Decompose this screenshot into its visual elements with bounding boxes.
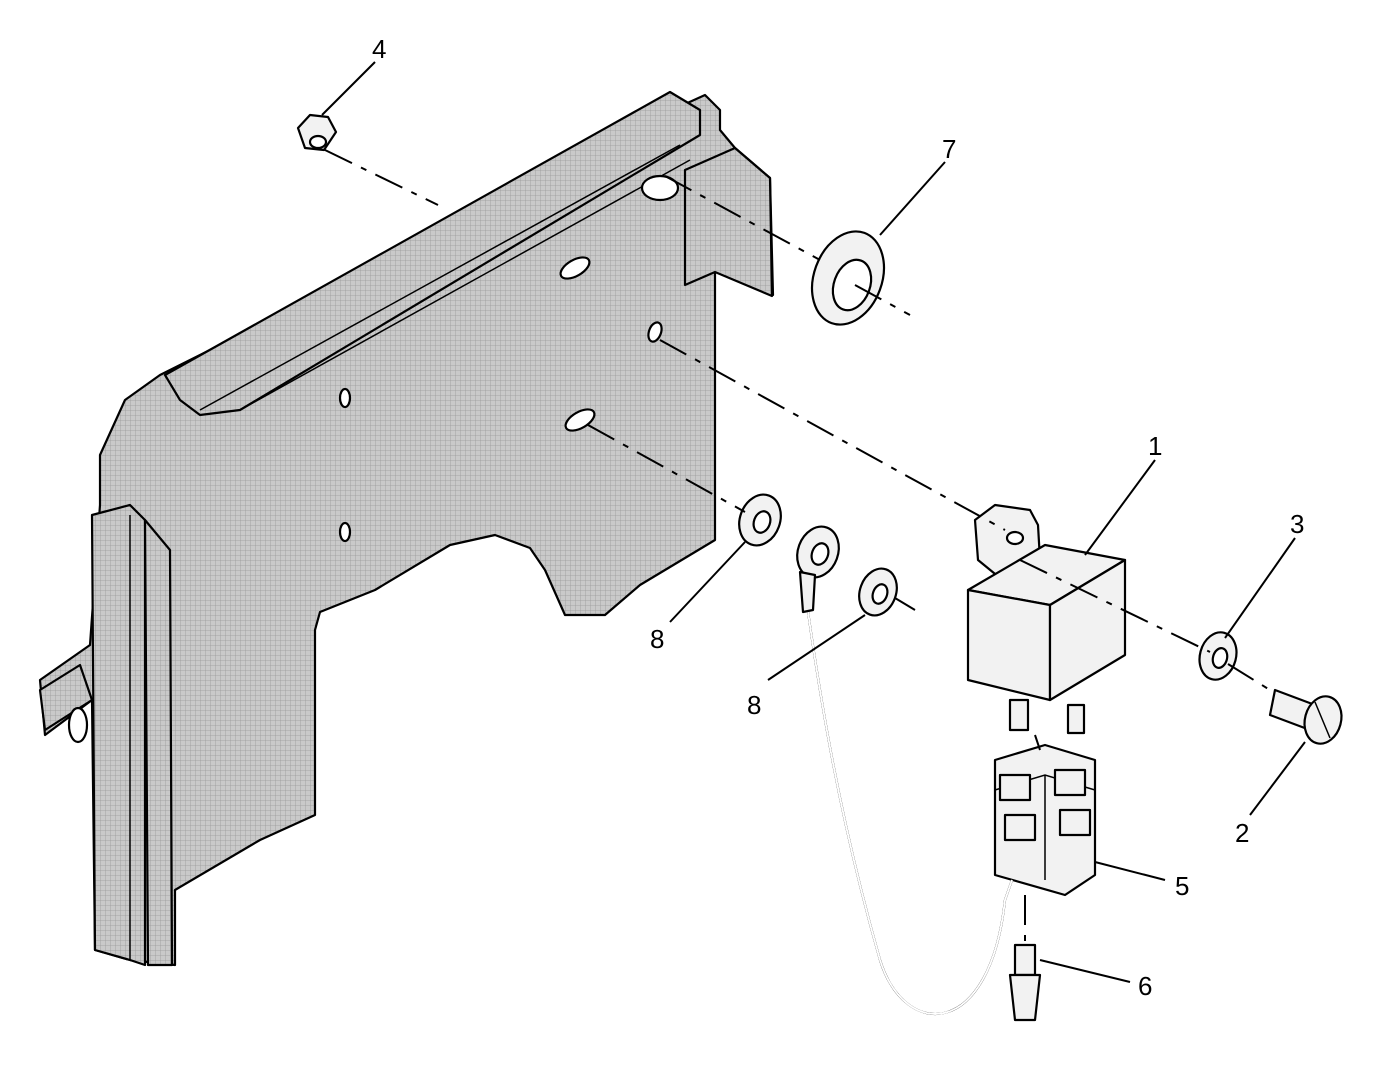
callout-label: 7 — [942, 134, 956, 164]
callout-4: 4 — [321, 34, 386, 116]
relay — [966, 503, 1127, 735]
relay-socket — [993, 743, 1097, 897]
callout-label: 2 — [1235, 818, 1249, 848]
callout-5: 5 — [1094, 861, 1189, 901]
callout-label: 8 — [650, 624, 664, 654]
washer — [1198, 631, 1238, 681]
callout-3: 3 — [1224, 509, 1304, 639]
callout-1: 1 — [1084, 431, 1162, 556]
callout-8a: 8 — [650, 541, 746, 654]
assembly-lines — [324, 149, 1271, 945]
callout-8b: 8 — [747, 614, 866, 720]
callout-label: 8 — [747, 690, 761, 720]
connector — [1008, 943, 1042, 1022]
callout-label: 1 — [1148, 431, 1162, 461]
washer-2 — [858, 567, 898, 617]
grommet — [810, 230, 886, 326]
callout-6: 6 — [1039, 959, 1152, 1001]
hex-nut — [296, 113, 338, 152]
callout-label: 4 — [372, 34, 386, 64]
callout-label: 3 — [1290, 509, 1304, 539]
screw — [1268, 688, 1343, 745]
callout-7: 7 — [879, 134, 956, 236]
ground-wire — [796, 525, 1014, 1016]
callout-label: 6 — [1138, 971, 1152, 1001]
callout-label: 5 — [1175, 871, 1189, 901]
washer-1 — [738, 493, 782, 547]
callout-2: 2 — [1235, 741, 1306, 848]
mounting-bracket — [38, 90, 775, 967]
